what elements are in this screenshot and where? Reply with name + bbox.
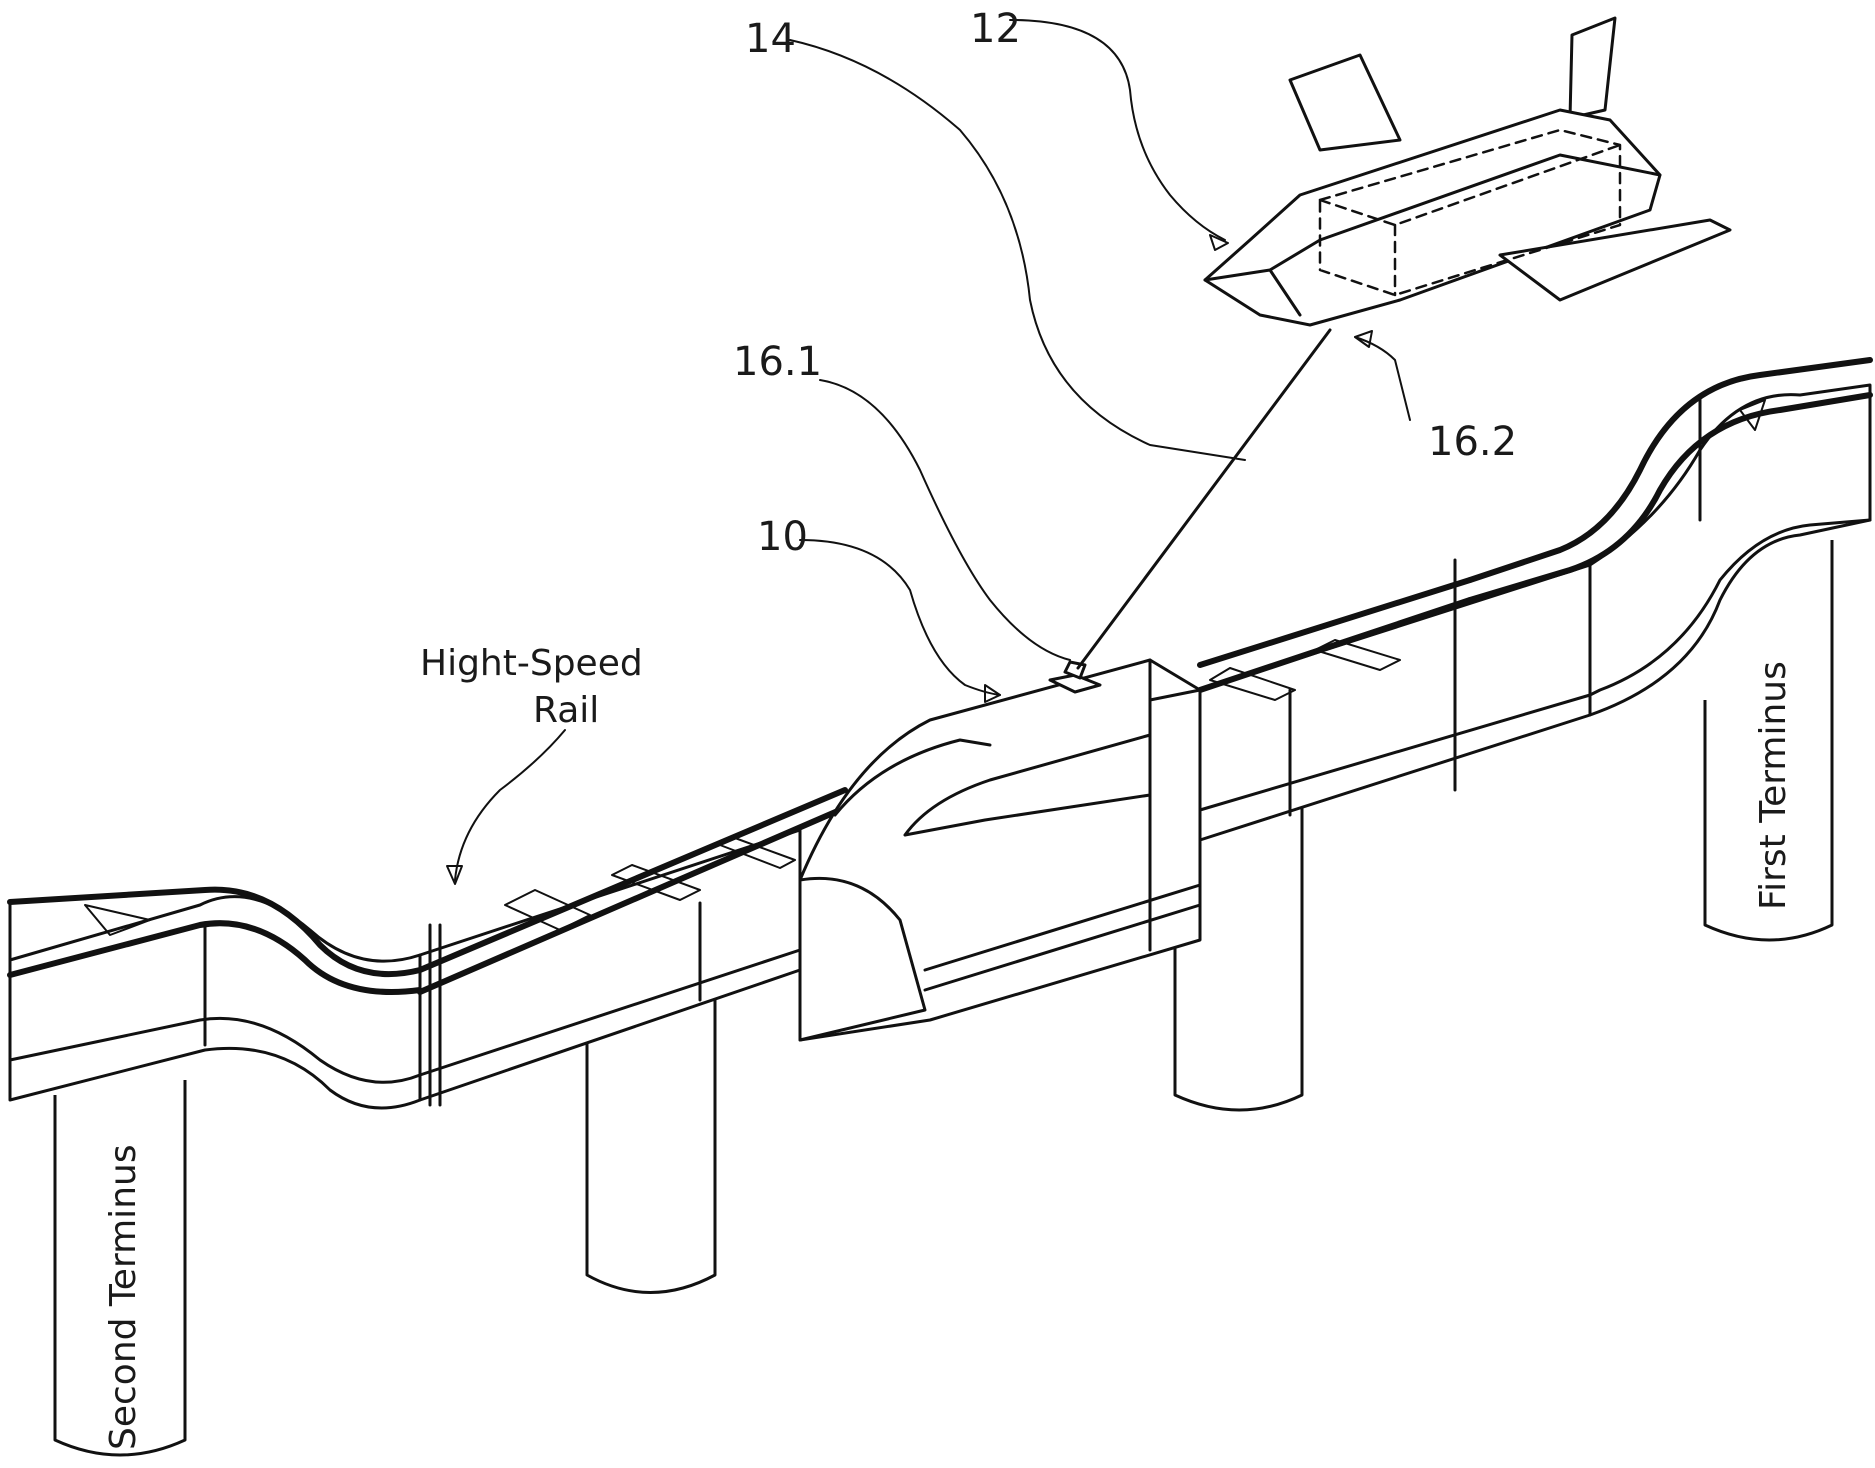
ref-label-14: 14	[745, 16, 796, 62]
rail-label-line1: Hight-Speed	[420, 643, 643, 684]
ref-label-16-1: 16.1	[733, 339, 822, 385]
train-vehicle	[800, 660, 1200, 1040]
ref-label-16-2: 16.2	[1428, 419, 1517, 465]
first-terminus-label: First Terminus	[1753, 661, 1794, 910]
ref-label-12: 12	[970, 6, 1021, 52]
ref-label-10: 10	[757, 514, 808, 560]
second-terminus-label: Second Terminus	[103, 1144, 144, 1450]
aircraft	[1205, 18, 1730, 325]
tether-line	[1078, 330, 1330, 668]
rail-label-line2: Rail	[533, 690, 599, 731]
